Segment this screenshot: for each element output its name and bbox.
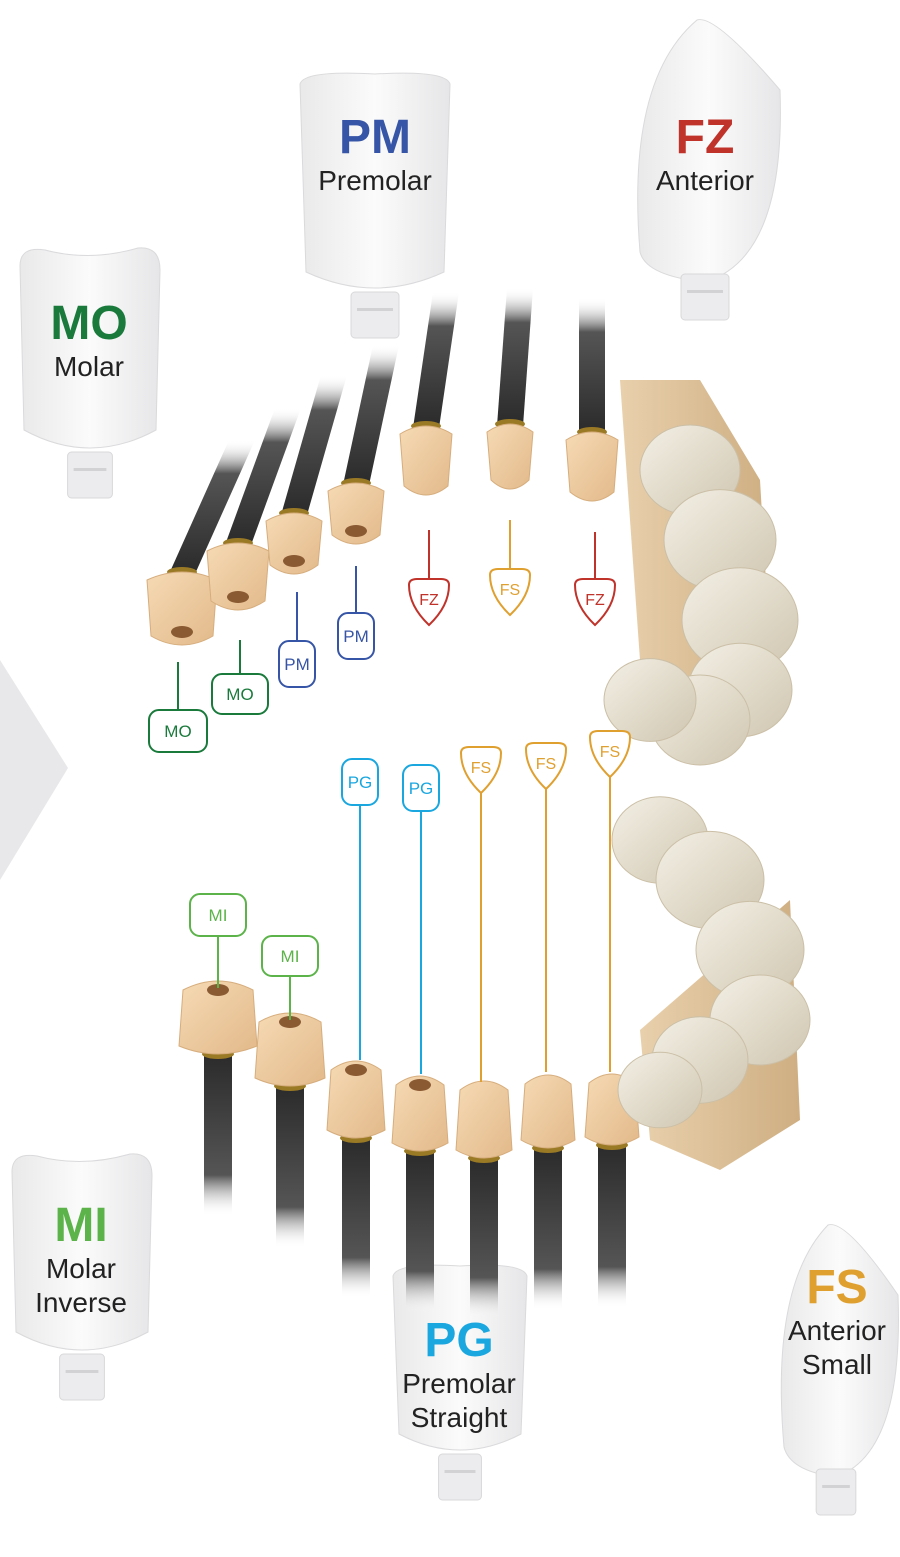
type-label-mi: MI Molar Inverse (6, 1200, 156, 1320)
upper-natural-teeth (604, 380, 798, 765)
upper-tag-6-text: FS (500, 582, 520, 599)
lower-natural-tooth-6 (618, 1052, 702, 1128)
mo-crown-model-stub-ring (74, 468, 107, 471)
upper-screw-hole-2 (227, 591, 249, 603)
lower-implant-abutment-2 (255, 1013, 325, 1248)
type-name-mi-line2: Inverse (6, 1286, 156, 1320)
upper-tag-5-text: FZ (419, 592, 439, 609)
type-label-mo: MO Molar (14, 298, 164, 384)
upper-tag-6: FS (490, 569, 530, 615)
upper-abutment-6 (487, 424, 533, 489)
lower-tag-3-text: PG (348, 773, 373, 792)
upper-natural-tooth-6 (604, 659, 696, 742)
lower-abutment-6 (521, 1075, 575, 1148)
pm-crown-model-stub-ring (357, 308, 393, 311)
mi-crown-model-stub (60, 1354, 105, 1400)
lower-implant-6 (534, 1146, 562, 1310)
type-name-fz: Anterior (630, 164, 780, 198)
lower-tag-2-text: MI (281, 947, 300, 966)
upper-implant-abutment-5 (400, 292, 459, 495)
upper-abutment-5 (400, 426, 452, 495)
upper-tag-2: MO (212, 674, 268, 714)
type-code-fz: FZ (630, 112, 780, 164)
type-name-pg-line1: Premolar (384, 1367, 534, 1401)
mo-crown-model-stub (68, 452, 113, 498)
pg-crown-model-stub-ring (445, 1470, 476, 1473)
upper-screw-hole-3 (283, 555, 305, 567)
upper-implant-abutment-7 (566, 298, 618, 501)
upper-tag-7-text: FZ (585, 592, 605, 609)
type-name-fs-line1: Anterior (762, 1314, 900, 1348)
lower-abutment-5 (456, 1081, 512, 1158)
upper-implant-abutment-6 (487, 288, 533, 489)
lower-tag-4: PG (403, 765, 439, 811)
lower-implant-abutment-3 (327, 1061, 385, 1298)
type-name-mi-line1: Molar (6, 1252, 156, 1286)
lower-implant-abutment-1 (179, 981, 257, 1216)
lower-implant-1 (204, 1052, 232, 1216)
pg-crown-model-stub (439, 1454, 482, 1500)
type-label-pg: PG Premolar Straight (384, 1315, 534, 1435)
lower-implant-2 (276, 1084, 304, 1248)
lower-implant-abutment-6 (521, 1075, 575, 1310)
upper-abutment-7 (566, 432, 618, 501)
upper-screw-hole-4 (345, 525, 367, 537)
upper-implant-abutment-4 (328, 345, 399, 544)
lower-tag-2: MI (262, 936, 318, 976)
type-label-fs: FS Anterior Small (762, 1262, 900, 1382)
mi-crown-model-stub-ring (66, 1370, 99, 1373)
type-name-fs-line2: Small (762, 1348, 900, 1382)
upper-tag-2-text: MO (226, 685, 253, 704)
type-code-pm: PM (300, 112, 450, 164)
lower-natural-teeth (612, 797, 810, 1170)
lower-tag-1: MI (190, 894, 246, 936)
upper-tag-4: PM (338, 613, 374, 659)
type-code-mo: MO (14, 298, 164, 350)
lower-tag-7-text: FS (600, 744, 620, 761)
upper-tag-5: FZ (409, 579, 449, 625)
lower-screw-hole-3 (345, 1064, 367, 1076)
upper-implant-7 (579, 298, 605, 434)
upper-tag-1-text: MO (164, 722, 191, 741)
fz-crown-model-stub-ring (687, 290, 723, 293)
fs-crown-model-stub (816, 1469, 856, 1515)
upper-tag-4-text: PM (343, 627, 369, 646)
arrow-chevron-shape (0, 660, 68, 880)
type-code-mi: MI (6, 1200, 156, 1252)
type-code-fs: FS (762, 1262, 900, 1314)
upper-tag-3-text: PM (284, 655, 310, 674)
lower-tag-1-text: MI (209, 906, 228, 925)
upper-tag-1: MO (149, 710, 207, 752)
lower-tag-7: FS (590, 731, 630, 777)
upper-tag-3: PM (279, 641, 315, 687)
lower-implant-4 (406, 1149, 434, 1312)
lower-implant-3 (342, 1136, 370, 1298)
type-label-pm: PM Premolar (300, 112, 450, 198)
lower-implant-7 (598, 1143, 626, 1308)
type-label-fz: FZ Anterior (630, 112, 780, 198)
upper-implant-4 (343, 345, 399, 485)
type-name-mo: Molar (14, 350, 164, 384)
pm-crown-model-stub (351, 292, 399, 338)
upper-implant-6 (497, 288, 533, 426)
lower-tag-6-text: FS (536, 756, 556, 773)
upper-tag-7: FZ (575, 579, 615, 625)
fz-crown-model-stub (681, 274, 729, 320)
lower-tag-3: PG (342, 759, 378, 805)
upper-screw-hole-1 (171, 626, 193, 638)
upper-implant-5 (413, 292, 459, 428)
type-code-pg: PG (384, 1315, 534, 1367)
type-name-pg-line2: Straight (384, 1401, 534, 1435)
lower-tag-5: FS (461, 747, 501, 793)
type-name-pm: Premolar (300, 164, 450, 198)
lower-implant-5 (470, 1156, 498, 1318)
fs-crown-model-stub-ring (822, 1485, 850, 1488)
lower-tag-5-text: FS (471, 760, 491, 777)
lower-tag-4-text: PG (409, 779, 434, 798)
lower-screw-hole-4 (409, 1079, 431, 1091)
lower-tag-6: FS (526, 743, 566, 789)
upper-implant-abutment-3 (266, 375, 347, 574)
